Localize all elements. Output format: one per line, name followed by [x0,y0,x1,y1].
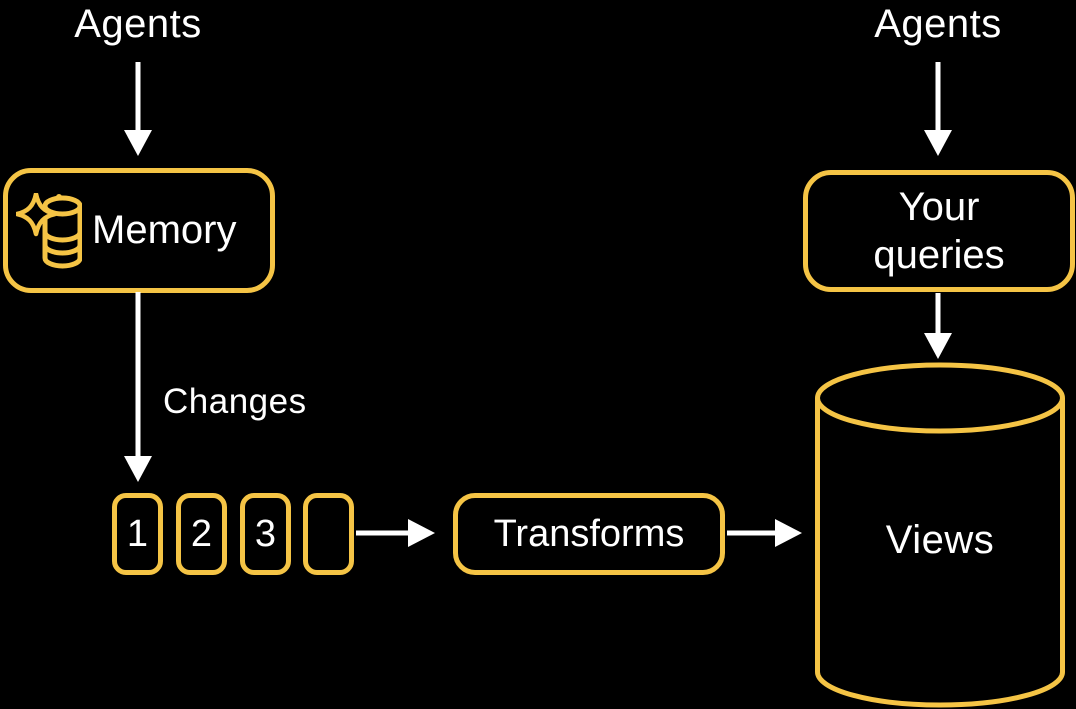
agents-right-label: Agents [874,2,1002,46]
arrow-transforms-to-views-icon [727,519,802,547]
your-queries-label-line1: Your [898,185,980,229]
transforms-node: Transforms [453,493,725,575]
your-queries-label-line2: queries [873,233,1005,277]
queue-item-3: 3 [240,493,291,575]
agents-left-label: Agents [74,2,202,46]
your-queries-node: Your queries [803,170,1075,292]
arrow-agents-to-queries-icon [924,62,952,156]
queue-item-1: 1 [112,493,163,575]
arrow-memory-to-queue-icon [124,292,152,482]
sparkle-database-icon [16,192,82,268]
memory-node: Memory [3,168,275,293]
transforms-label: Transforms [493,512,685,555]
views-label: Views [885,518,995,562]
arrow-queries-to-views-icon [924,293,952,359]
memory-label: Memory [92,208,237,252]
arrow-queue-to-transforms-icon [356,519,435,547]
changes-label: Changes [163,382,307,421]
arrow-agents-to-memory-icon [124,62,152,156]
queue-item-2: 2 [176,493,227,575]
views-cylinder-icon [815,362,1065,708]
queue-item-empty [303,493,354,575]
